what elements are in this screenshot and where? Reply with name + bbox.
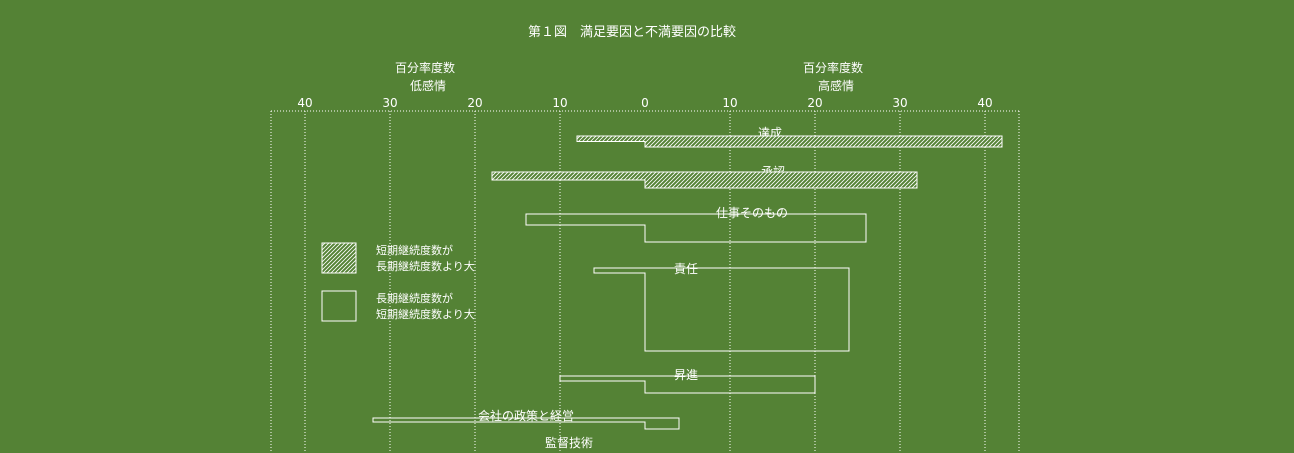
bar: [559, 375, 816, 394]
bar: [593, 267, 850, 352]
right-axis-label-line-1: 百分率度数: [803, 60, 863, 75]
left-axis-label-line-2: 低感情: [410, 78, 446, 93]
tick-label: 30: [892, 96, 907, 110]
tick-label: 40: [977, 96, 992, 110]
tick-label: 20: [807, 96, 822, 110]
legend-label: 長期継続度数より大: [376, 259, 475, 273]
category-label: 仕事そのもの: [716, 206, 788, 220]
bar: [525, 213, 867, 243]
legend-swatch: [321, 290, 357, 322]
category-label: 会社の政策と経営: [478, 408, 574, 423]
legend-label: 長期継続度数が: [376, 291, 453, 305]
tick-label: 10: [552, 96, 567, 110]
tick-label: 40: [297, 96, 312, 110]
right-axis-label-line-2: 高感情: [818, 78, 854, 93]
tick-label: 10: [722, 96, 737, 110]
tick-label: 0: [641, 96, 649, 110]
category-label: 責任: [674, 262, 698, 276]
tick-label: 30: [382, 96, 397, 110]
left-axis-label-line-1: 百分率度数: [395, 60, 455, 75]
bar: [372, 417, 680, 430]
bar: [576, 135, 1003, 148]
category-label: 監督技術: [545, 435, 593, 450]
chart-title: 第１図 満足要因と不満要因の比較: [528, 25, 736, 40]
legend-label: 短期継続度数より大: [376, 307, 475, 321]
bar: [491, 171, 918, 189]
legend-swatch: [321, 242, 357, 274]
category-label: 昇進: [674, 368, 698, 382]
legend-label: 短期継続度数が: [376, 243, 453, 257]
tick-label: 20: [467, 96, 482, 110]
